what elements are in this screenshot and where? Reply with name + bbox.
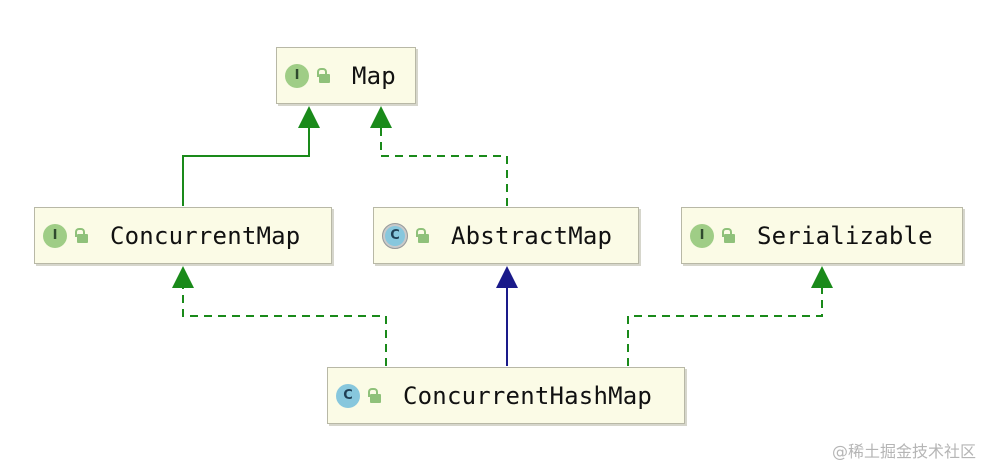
interface-icon: I — [690, 223, 714, 248]
edge-concurrenthashmap-to-concurrentmap — [182, 288, 387, 366]
edge-concurrentmap-to-map — [182, 128, 310, 206]
node-label: Serializable — [757, 221, 933, 250]
node-label: Map — [352, 61, 396, 90]
node-concurrent-map[interactable]: I ConcurrentMap — [34, 207, 332, 264]
node-label: ConcurrentHashMap — [403, 381, 653, 410]
watermark: @稀土掘金技术社区 — [831, 442, 976, 461]
arrowhead-concurrenthashmap-to-abstractmap — [496, 266, 518, 288]
arrowhead-concurrenthashmap-to-concurrentmap — [172, 266, 194, 288]
unlock-icon — [316, 67, 330, 84]
interface-icon: I — [43, 223, 67, 248]
unlock-icon — [415, 227, 429, 244]
node-label: AbstractMap — [451, 221, 613, 250]
node-label: ConcurrentMap — [110, 221, 301, 250]
interface-icon: I — [285, 63, 309, 88]
arrowhead-abstractmap-to-map — [370, 106, 392, 128]
unlock-icon — [74, 227, 88, 244]
edge-concurrenthashmap-to-serializable — [627, 288, 823, 366]
arrowhead-concurrentmap-to-map — [298, 106, 320, 128]
node-abstract-map[interactable]: C AbstractMap — [373, 207, 639, 264]
edge-abstractmap-to-map — [380, 128, 508, 206]
node-map[interactable]: I Map — [276, 47, 416, 104]
unlock-icon — [367, 387, 381, 404]
node-concurrent-hash-map[interactable]: C ConcurrentHashMap — [327, 367, 685, 424]
unlock-icon — [721, 227, 735, 244]
class-icon: C — [336, 383, 360, 408]
arrowhead-concurrenthashmap-to-serializable — [811, 266, 833, 288]
node-serializable[interactable]: I Serializable — [681, 207, 963, 264]
abstract-class-icon: C — [382, 222, 408, 249]
